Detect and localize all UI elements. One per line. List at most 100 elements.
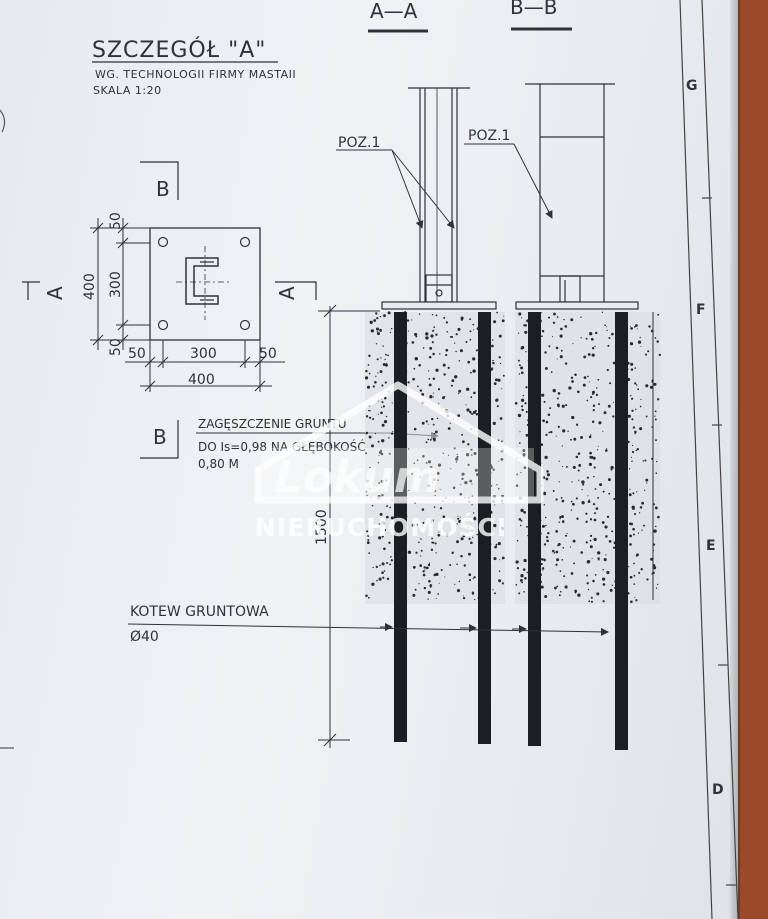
soil-speckle [419, 389, 423, 392]
soil-speckle [602, 583, 606, 586]
soil-speckle [425, 441, 428, 444]
soil-speckle [658, 353, 662, 357]
soil-speckle [518, 373, 521, 375]
soil-speckle [523, 466, 527, 470]
soil-speckle [630, 397, 634, 400]
soil-speckle [603, 411, 607, 415]
soil-speckle [574, 589, 578, 593]
soil-speckle [517, 332, 520, 334]
soil-speckle [459, 492, 463, 496]
soil-speckle [627, 414, 631, 418]
soil-speckle [633, 574, 636, 577]
soil-speckle [632, 426, 636, 429]
soil-speckle [492, 421, 496, 426]
soil-speckle [382, 345, 384, 347]
watermark-brand: Lokum [275, 452, 440, 503]
grid-letter-f: F [696, 302, 706, 318]
soil-speckle [366, 479, 370, 483]
soil-speckle [369, 320, 373, 324]
soil-speckle [382, 363, 386, 366]
soil-speckle [632, 533, 635, 536]
soil-speckle [559, 518, 561, 520]
soil-speckle [637, 532, 640, 534]
soil-speckle [380, 357, 382, 359]
soil-speckle [597, 558, 600, 561]
soil-speckle [366, 541, 370, 545]
soil-speckle [604, 324, 606, 326]
soil-speckle [541, 393, 545, 397]
soil-speckle [433, 506, 436, 508]
soil-speckle [381, 562, 385, 566]
soil-speckle [407, 410, 410, 413]
soil-speckle [381, 521, 385, 525]
soil-speckle [429, 395, 433, 399]
soil-speckle [382, 405, 386, 408]
soil-speckle [467, 443, 470, 446]
soil-speckle [501, 556, 505, 560]
soil-speckle [515, 583, 518, 586]
soil-speckle [451, 551, 454, 555]
soil-speckle [545, 433, 548, 436]
soil-speckle [389, 331, 392, 334]
soil-speckle [556, 358, 558, 360]
soil-speckle [591, 558, 593, 560]
soil-speckle [637, 340, 642, 344]
soil-speckle [378, 482, 380, 484]
soil-speckle [571, 380, 574, 383]
anchor-diameter: Ø40 [130, 629, 159, 645]
soil-speckle [587, 588, 590, 591]
soil-speckle [372, 566, 374, 569]
soil-speckle [647, 350, 650, 353]
soil-speckle [561, 466, 564, 468]
soil-speckle [641, 529, 643, 531]
soil-speckle [439, 507, 443, 510]
soil-speckle [501, 319, 505, 323]
soil-speckle [646, 482, 648, 484]
soil-speckle [570, 546, 572, 548]
soil-speckle [638, 512, 641, 514]
soil-speckle [518, 518, 522, 521]
soil-speckle [526, 525, 528, 528]
soil-speckle [631, 409, 634, 412]
soil-speckle [407, 330, 410, 332]
soil-speckle [408, 489, 410, 492]
soil-speckle [553, 312, 556, 316]
soil-speckle [573, 437, 577, 441]
soil-speckle [437, 479, 439, 481]
soil-speckle [459, 349, 463, 353]
soil-speckle [654, 415, 656, 417]
soil-speckle [602, 430, 604, 432]
soil-speckle [493, 557, 497, 561]
soil-speckle [611, 332, 614, 336]
soil-speckle [601, 521, 605, 524]
soil-speckle [432, 423, 435, 426]
soil-speckle [586, 582, 589, 585]
soil-speckle [385, 515, 389, 519]
soil-speckle [422, 454, 425, 458]
soil-speckle [586, 560, 591, 564]
compaction-note-line2: DO Is=0,98 NA GŁĘBOKOŚĆ [198, 439, 366, 454]
soil-speckle [456, 453, 458, 456]
soil-speckle [654, 337, 657, 339]
soil-speckle [548, 345, 551, 348]
soil-speckle [656, 340, 659, 343]
soil-speckle [456, 455, 459, 459]
soil-speckle [388, 541, 391, 544]
soil-speckle [367, 538, 370, 542]
soil-speckle [595, 393, 599, 396]
soil-speckle [592, 408, 595, 412]
soil-speckle [386, 561, 389, 565]
soil-speckle [633, 562, 635, 565]
soil-speckle [381, 535, 384, 538]
soil-speckle [520, 398, 525, 402]
soil-speckle [456, 563, 458, 565]
soil-speckle [642, 460, 645, 462]
soil-speckle [463, 564, 466, 567]
soil-speckle [606, 515, 610, 519]
vertical-dimensions [90, 218, 150, 350]
soil-speckle [472, 323, 475, 326]
soil-speckle [602, 600, 605, 603]
soil-speckle [515, 484, 519, 487]
soil-speckle [411, 319, 413, 321]
soil-speckle [609, 588, 613, 592]
